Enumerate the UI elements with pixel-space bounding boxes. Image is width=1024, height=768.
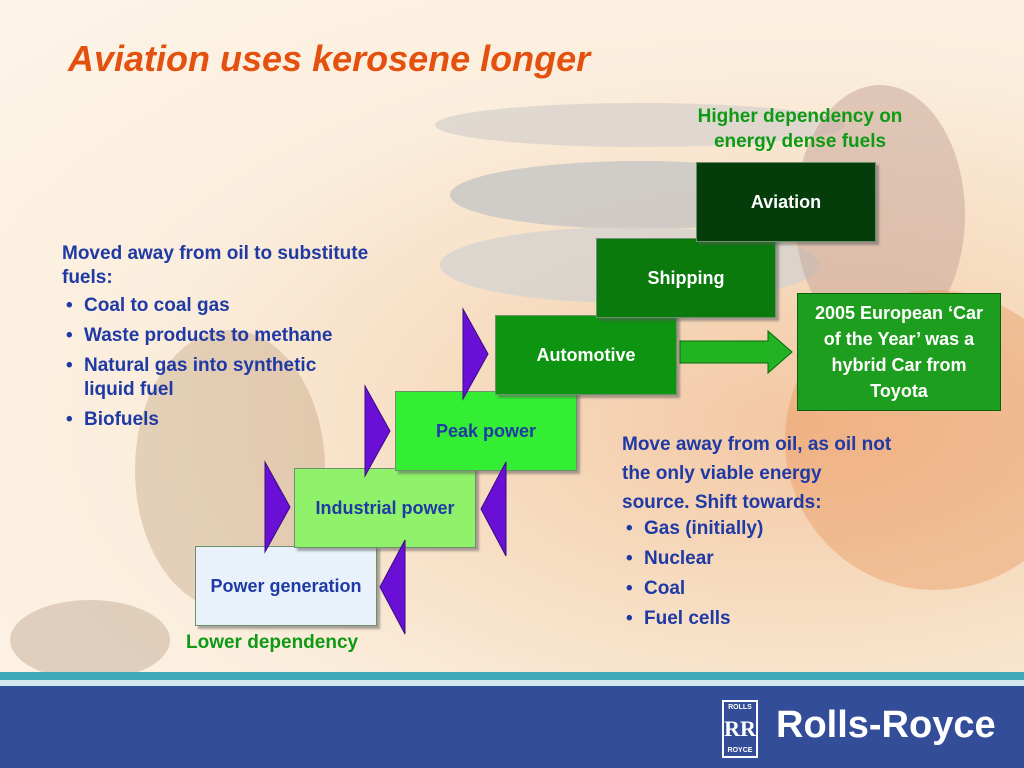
step-power-generation: Power generation [195,546,377,626]
list-item: Fuel cells [622,607,892,631]
list-item: Nuclear [622,547,892,571]
badge-monogram: RR [724,716,756,741]
callout-box: 2005 European ‘Car of the Year’ was a hy… [797,293,1001,411]
green-arrow-icon [679,329,793,375]
right-bullet-list: Gas (initially) Nuclear Coal Fuel cells [622,517,892,631]
left-text-heading: Moved away from oil to substitute fuels: [62,243,369,288]
list-item: Coal to coal gas [62,294,392,318]
badge-top-text: ROLLS [728,704,752,711]
list-item: Waste products to methane [62,324,392,348]
footer-stripe [0,672,1024,680]
purple-arrow-icon [480,461,507,557]
step-shipping: Shipping [596,238,776,318]
list-item: Biofuels [62,408,392,432]
top-dependency-label: Higher dependency on energy dense fuels [697,106,903,152]
rolls-royce-badge-icon: ROLLS RR ROYCE [722,700,758,758]
footer-stripe-light [0,680,1024,686]
step-peak-power: Peak power [395,391,577,471]
step-aviation: Aviation [696,162,876,242]
purple-arrows [264,307,793,635]
badge-bottom-text: ROYCE [727,747,753,754]
list-item: Gas (initially) [622,517,892,541]
list-item: Coal [622,577,892,601]
right-text-block: Move away from oil, as oil not the only … [622,430,892,637]
left-text-block: Moved away from oil to substitute fuels:… [62,242,392,438]
purple-arrow-icon [379,539,406,635]
step-automotive: Automotive [495,315,677,395]
footer-bar [0,686,1024,768]
brand-logo-text: Rolls-Royce [776,704,996,746]
step-industrial-power: Industrial power [294,468,476,548]
purple-arrow-icon [462,307,489,401]
slide-title: Aviation uses kerosene longer [68,38,591,79]
bottom-dependency-label: Lower dependency [186,632,359,653]
list-item: Natural gas into synthetic liquid fuel [62,354,369,402]
right-text-heading: Move away from oil, as oil not the only … [622,434,892,513]
purple-arrow-icon [364,384,391,478]
left-bullet-list: Coal to coal gas Waste products to metha… [62,294,392,432]
purple-arrow-icon [264,460,291,554]
